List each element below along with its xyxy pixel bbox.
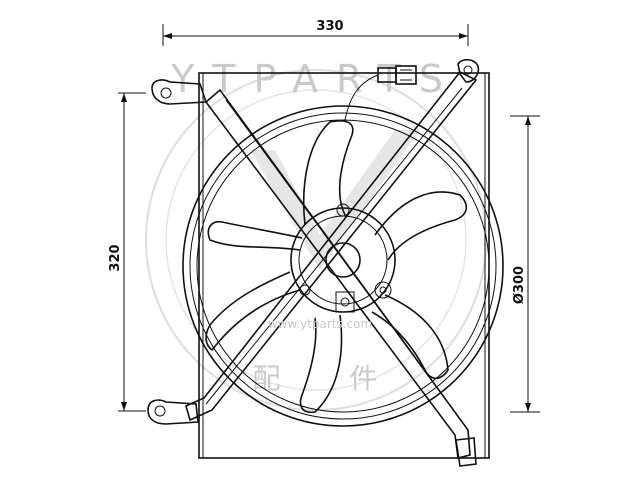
fan-blade: [302, 120, 354, 226]
mounting-tab: [455, 437, 477, 467]
watermark-characters: 配 件: [253, 362, 408, 395]
electrical-connector-icon: [344, 65, 417, 121]
mounting-tab: [151, 79, 208, 105]
fan-motor: [290, 203, 396, 313]
mounting-hole: [154, 405, 166, 417]
diameter-dimension: Ø300: [510, 115, 540, 413]
watermark-v-logo: [250, 130, 420, 270]
fan-blade: [207, 220, 303, 251]
mounting-tab: [147, 399, 199, 425]
height-dimension: 320: [108, 92, 146, 412]
bracket-arm: [204, 88, 471, 459]
fan-blade: [371, 294, 449, 380]
support-brackets: [147, 58, 480, 467]
width-dimension: 330: [162, 19, 469, 46]
watermark: YTPARTS 配 件: [145, 57, 487, 411]
watermark-inner-ring: [165, 89, 467, 391]
fan-blade: [299, 314, 343, 414]
watermark-url: www.ytparts.com: [268, 317, 372, 331]
mounting-hole: [160, 87, 172, 99]
fan-blade: [374, 191, 468, 261]
fan-ring: [182, 105, 504, 427]
mounting-tab: [457, 58, 480, 83]
diameter-dimension-label: Ø300: [512, 266, 527, 304]
bracket-arm: [185, 70, 478, 422]
mounting-hole: [463, 65, 473, 75]
fan-blade: [205, 271, 301, 352]
fan-blades: [205, 120, 468, 414]
width-dimension-label: 330: [316, 19, 343, 34]
height-dimension-label: 320: [108, 244, 123, 271]
